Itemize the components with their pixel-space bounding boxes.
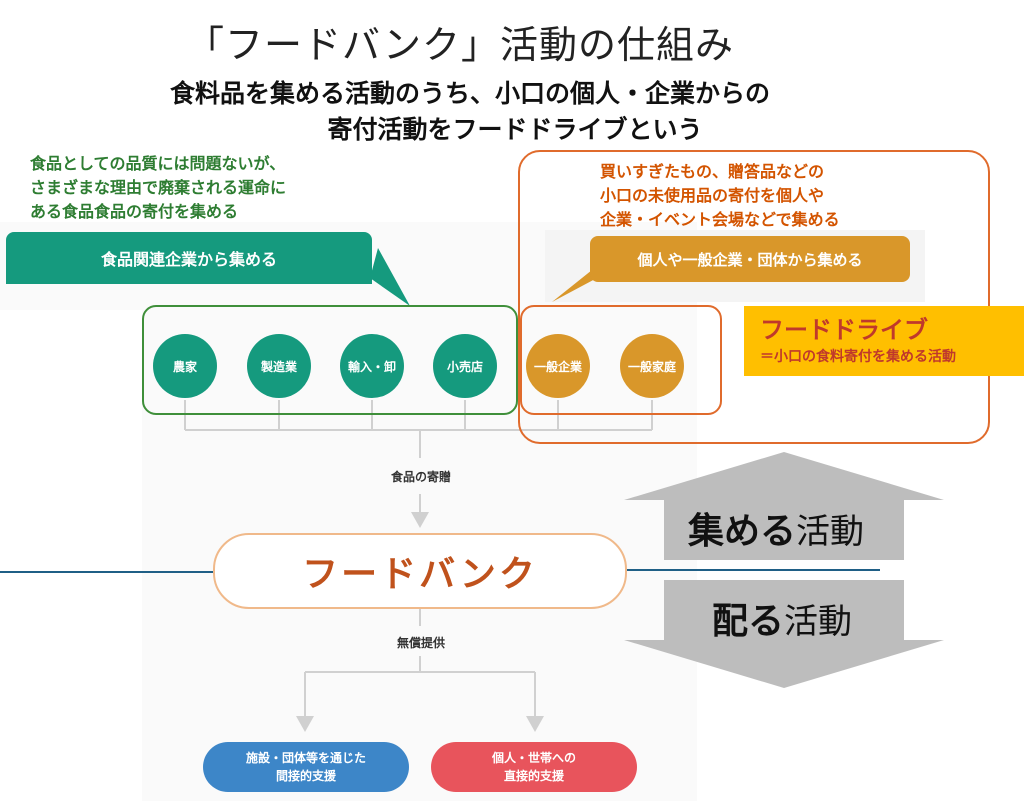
green-note-line-1: 食品としての品質には問題ないが、 — [30, 154, 286, 173]
distribute-activity-label: 配る活動 — [712, 592, 852, 644]
donor-importer-wholesaler: 輸入・卸 — [340, 334, 404, 398]
foodbank-node: フードバンク — [213, 533, 627, 609]
individual-banner: 個人や一般企業・団体から集める — [590, 236, 910, 282]
distribute-activity-bold: 配る — [712, 601, 785, 642]
food-drive-title: フードドライブ — [760, 316, 928, 344]
subtitle-line-2: 寄付活動をフードドライブという — [327, 115, 703, 144]
green-banner-tail — [370, 248, 410, 306]
food-drive-box — [744, 306, 1024, 376]
collect-activity-label: 集める活動 — [688, 502, 864, 554]
food-drive-frame — [518, 150, 990, 444]
direct-support: 個人・世帯への 直接的支援 — [431, 742, 637, 792]
indirect-support-line-2: 間接的支援 — [275, 769, 336, 783]
food-company-group — [142, 305, 518, 415]
donor-farmer: 農家 — [153, 334, 217, 398]
subtitle: 食料品を集める活動のうち、小口の個人・企業からの 寄付活動をフードドライブという — [60, 76, 880, 148]
donation-label: 食品の寄贈 — [390, 470, 451, 484]
collect-activity-rest: 活動 — [796, 512, 865, 552]
donor-retailer: 小売店 — [433, 334, 497, 398]
green-note: 食品としての品質には問題ないが、 さまざまな理由で廃棄される運命に ある食品食品… — [30, 152, 430, 224]
green-note-line-3: ある食品食品の寄付を集める — [30, 202, 239, 221]
free-provision-label: 無償提供 — [396, 636, 445, 650]
indirect-support-line-1: 施設・団体等を通じた — [245, 751, 366, 765]
indirect-support: 施設・団体等を通じた 間接的支援 — [203, 742, 409, 792]
food-company-banner: 食品関連企業から集める — [6, 232, 372, 284]
subtitle-line-1: 食料品を集める活動のうち、小口の個人・企業からの — [169, 79, 770, 108]
orange-note: 買いすぎたもの、贈答品などの 小口の未使用品の寄付を個人や 企業・イベント会場な… — [600, 160, 930, 232]
distribute-arrow-shape — [624, 580, 944, 688]
donor-manufacturer: 製造業 — [247, 334, 311, 398]
orange-note-line-1: 買いすぎたもの、贈答品などの — [600, 162, 825, 181]
flow-arrowheads — [296, 512, 544, 732]
direct-support-line-2: 直接的支援 — [503, 769, 564, 783]
collect-arrow-shape — [624, 452, 944, 560]
green-note-line-2: さまざまな理由で廃棄される運命に — [30, 178, 287, 197]
collect-activity-bold: 集める — [688, 511, 797, 552]
donor-general-company: 一般企業 — [526, 334, 590, 398]
distribute-activity-rest: 活動 — [784, 602, 853, 642]
donor-connectors — [184, 400, 653, 716]
orange-note-line-2: 小口の未使用品の寄付を個人や — [600, 186, 825, 205]
donor-household: 一般家庭 — [620, 334, 684, 398]
food-drive-subtitle: ＝小口の食料寄付を集める活動 — [760, 349, 956, 365]
direct-support-line-1: 個人・世帯への — [491, 751, 576, 765]
orange-note-line-3: 企業・イベント会場などで集める — [600, 210, 840, 229]
page-title: 「フードバンク」活動の仕組み — [186, 23, 734, 67]
individual-group — [520, 305, 722, 415]
